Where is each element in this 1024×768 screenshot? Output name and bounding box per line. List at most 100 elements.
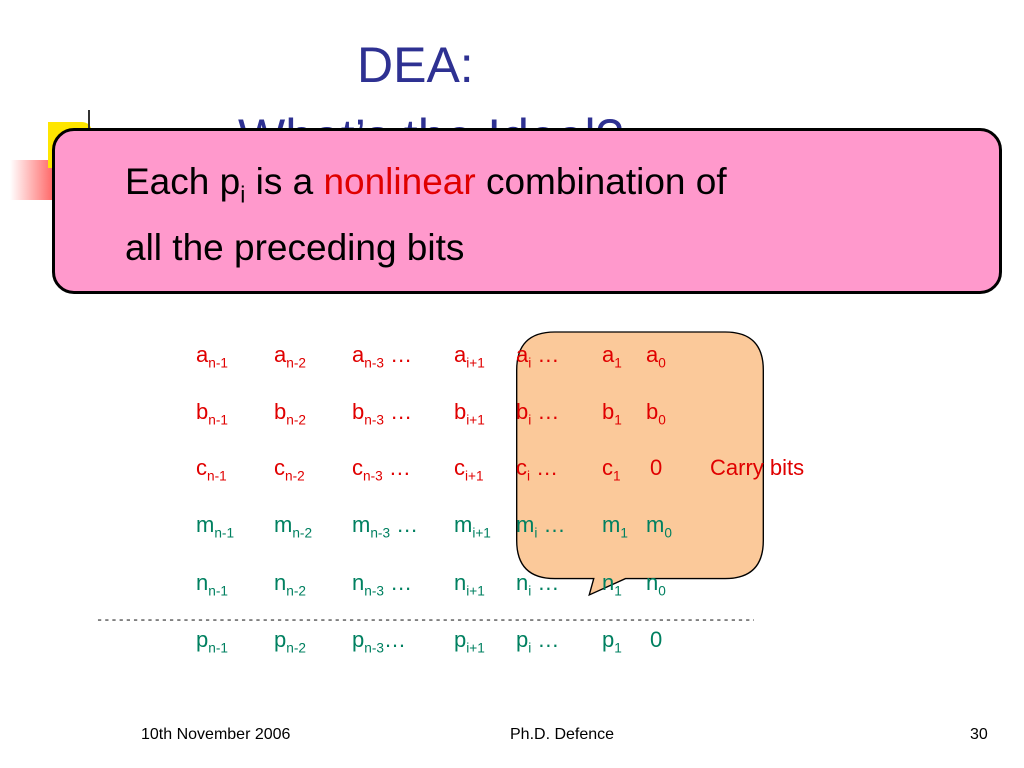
bit-index: n-2 <box>286 640 306 656</box>
ellipsis: … <box>531 570 560 595</box>
callout-text: Each pi is a nonlinear combination of al… <box>125 155 727 274</box>
bit-cell: ni … <box>516 570 559 598</box>
bit-cell: pi+1 <box>454 627 485 655</box>
callout-line-2: all the preceding bits <box>125 227 465 269</box>
ellipsis: … <box>382 455 411 480</box>
bit-index: n-2 <box>286 583 306 599</box>
bit-base: m <box>454 512 473 537</box>
bit-index: 0 <box>658 355 666 371</box>
bit-base: a <box>274 342 287 367</box>
bit-cell: bi+1 <box>454 399 485 427</box>
bit-cell: ai … <box>516 342 559 370</box>
bit-index: n-1 <box>214 525 235 541</box>
bit-base: p <box>274 627 287 652</box>
callout-line-1: Each pi is a nonlinear combination of <box>125 155 727 221</box>
ellipsis: … <box>390 512 419 537</box>
bit-index: i <box>527 468 531 484</box>
bit-index: 1 <box>614 355 622 371</box>
bit-cell: nn-3 … <box>352 570 412 598</box>
bit-cell: 0 <box>650 627 662 653</box>
bit-base: c <box>196 455 207 480</box>
bit-cell: ni+1 <box>454 570 485 598</box>
bit-index: n-3 <box>370 525 391 541</box>
bit-cell: a1 <box>602 342 622 370</box>
ellipsis: … <box>383 399 413 424</box>
bit-base: n <box>516 570 529 595</box>
bit-cell: cn-3 … <box>352 455 411 483</box>
bit-base: n <box>196 570 209 595</box>
bit-base: n <box>602 570 615 595</box>
bit-cell: m0 <box>646 512 672 540</box>
bit-index: n-2 <box>286 412 306 428</box>
bit-cell: an-3 … <box>352 342 412 370</box>
bit-index: n-1 <box>208 640 228 656</box>
bit-cell: n1 <box>602 570 622 598</box>
bit-base: b <box>646 399 659 424</box>
footer-date: 10th November 2006 <box>141 726 291 743</box>
callout-subscript: i <box>240 181 246 208</box>
bit-index: n-3 <box>364 640 384 656</box>
bit-base: p <box>196 627 209 652</box>
bit-cell: ci+1 <box>454 455 484 483</box>
bit-cell: cn-2 <box>274 455 305 483</box>
bit-index: i+1 <box>466 412 485 428</box>
bit-base: m <box>516 512 535 537</box>
bit-base: b <box>196 399 209 424</box>
bit-base: m <box>602 512 621 537</box>
bit-index: 1 <box>613 468 621 484</box>
bit-base: m <box>646 512 665 537</box>
bit-index: n-3 <box>364 355 384 371</box>
bit-cell: pn-1 <box>196 627 228 655</box>
ellipsis: … <box>537 512 566 537</box>
ellipsis: … <box>383 570 413 595</box>
slide-title: DEA: <box>357 37 474 93</box>
bit-index: n-2 <box>286 355 306 371</box>
bit-cell: mn-2 <box>274 512 312 540</box>
bit-cell: bn-3 … <box>352 399 412 427</box>
bit-cell: pn-2 <box>274 627 306 655</box>
bit-base: a <box>352 342 365 367</box>
bit-base: a <box>602 342 615 367</box>
bit-index: n-2 <box>292 525 313 541</box>
bit-index: 0 <box>664 525 672 541</box>
bit-base: a <box>646 342 659 367</box>
bit-index: i+1 <box>466 583 485 599</box>
bit-index: i <box>528 355 532 371</box>
bit-base: b <box>602 399 615 424</box>
bit-index: i <box>534 525 538 541</box>
bit-base: n <box>646 570 659 595</box>
bit-cell: mn-1 <box>196 512 234 540</box>
bit-index: n-3 <box>364 583 384 599</box>
bit-index: 1 <box>614 640 622 656</box>
decorative-line <box>88 110 90 134</box>
bit-cell: nn-1 <box>196 570 228 598</box>
bit-index: n-1 <box>208 355 228 371</box>
bit-base: m <box>274 512 293 537</box>
bit-base: c <box>454 455 465 480</box>
bit-base: b <box>274 399 287 424</box>
bit-base: n <box>454 570 467 595</box>
bit-cell: a0 <box>646 342 666 370</box>
ellipsis: … <box>531 342 560 367</box>
bit-cell: 0 <box>650 455 662 481</box>
bit-index: n-3 <box>363 468 383 484</box>
bit-base: a <box>454 342 467 367</box>
bit-base: b <box>454 399 467 424</box>
bit-index: 1 <box>620 525 628 541</box>
bit-base: p <box>454 627 467 652</box>
bit-cell: ai+1 <box>454 342 485 370</box>
footer-title: Ph.D. Defence <box>510 726 615 743</box>
bit-base: 0 <box>650 627 663 652</box>
bit-index: i+1 <box>472 525 491 541</box>
bit-cell: bn-2 <box>274 399 306 427</box>
bit-index: n-3 <box>364 412 384 428</box>
ellipsis: … <box>383 627 406 652</box>
ellipsis: … <box>531 627 560 652</box>
bit-base: 0 <box>650 455 663 480</box>
bit-index: 0 <box>658 583 666 599</box>
bit-base: p <box>602 627 615 652</box>
bit-base: m <box>196 512 215 537</box>
callout-text-part: Each p <box>125 161 241 202</box>
ellipsis: … <box>531 399 560 424</box>
bit-cell: bi … <box>516 399 559 427</box>
